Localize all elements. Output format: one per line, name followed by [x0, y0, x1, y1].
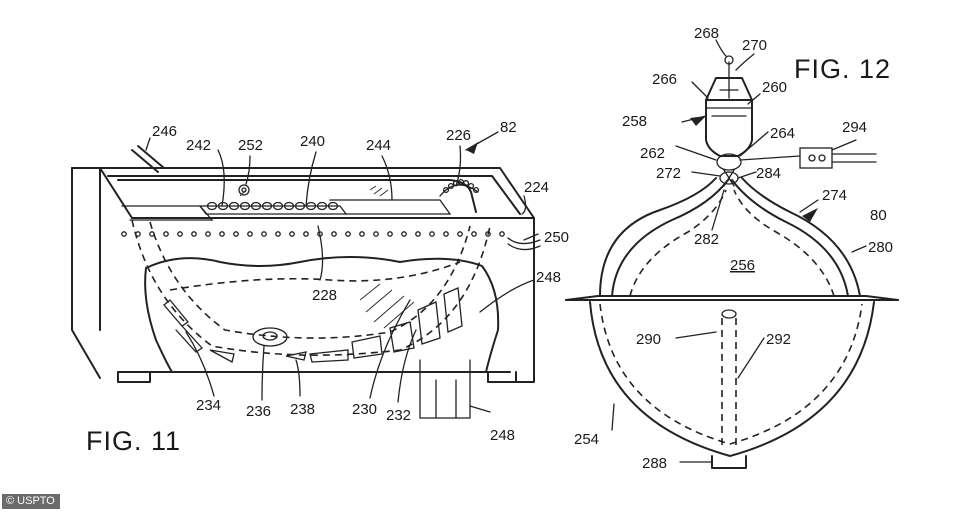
jet-hole — [415, 231, 421, 237]
label-248-a: 248 — [536, 269, 561, 286]
label-260: 260 — [762, 79, 787, 96]
label-82: 82 — [500, 119, 517, 136]
label-244: 244 — [366, 137, 391, 154]
label-288: 288 — [642, 455, 667, 472]
label-240: 240 — [300, 133, 325, 150]
label-268: 268 — [694, 25, 719, 42]
jet-hole — [387, 231, 393, 237]
grating-bump — [261, 201, 273, 211]
arrows — [466, 116, 818, 222]
jet-hole — [289, 231, 295, 237]
label-80: 80 — [870, 207, 887, 224]
grating-bump — [272, 201, 284, 211]
label-256: 256 — [730, 257, 755, 274]
label-248-b: 248 — [490, 427, 515, 444]
label-252: 252 — [238, 137, 263, 154]
label-234: 234 — [196, 397, 221, 414]
grating-bump — [294, 201, 306, 211]
label-292: 292 — [766, 331, 791, 348]
jet-hole — [331, 231, 337, 237]
label-230: 230 — [352, 401, 377, 418]
grating-bump — [206, 201, 218, 211]
label-290: 290 — [636, 331, 661, 348]
fig12-title: FIG. 12 — [794, 54, 891, 84]
fig12-drawing — [565, 55, 899, 469]
label-262: 262 — [640, 145, 665, 162]
grating-bumps — [206, 201, 339, 211]
label-280: 280 — [868, 239, 893, 256]
label-282: 282 — [694, 231, 719, 248]
leader-lines — [145, 39, 867, 463]
label-274: 274 — [822, 187, 847, 204]
label-246: 246 — [152, 123, 177, 140]
grating-bump — [250, 201, 262, 211]
label-232: 232 — [386, 407, 411, 424]
jet-hole — [191, 231, 197, 237]
coil-mark — [462, 180, 470, 187]
grating-bump — [228, 201, 240, 211]
coil-mark — [472, 186, 480, 194]
label-258: 258 — [622, 113, 647, 130]
fig11-title: FIG. 11 — [86, 426, 181, 456]
label-242: 242 — [186, 137, 211, 154]
coil-mark — [447, 182, 455, 190]
jet-hole — [247, 231, 253, 237]
label-228: 228 — [312, 287, 337, 304]
jet-hole — [471, 231, 477, 237]
jet-hole — [443, 231, 449, 237]
credit-badge: © USPTO — [2, 494, 60, 509]
grating-bump — [239, 201, 251, 211]
label-270: 270 — [742, 37, 767, 54]
jet-hole — [121, 231, 127, 237]
jet-holes — [121, 231, 505, 237]
jet-hole — [219, 231, 225, 237]
fig12-labels: 268 270 266 260 258 264 294 262 272 284 … — [574, 25, 893, 472]
jet-hole — [401, 231, 407, 237]
label-254: 254 — [574, 431, 599, 448]
coil-mark — [442, 186, 450, 194]
grating-bump — [327, 201, 339, 211]
fig11-drawing — [71, 145, 541, 419]
label-224: 224 — [524, 179, 549, 196]
jet-hole — [205, 231, 211, 237]
fig11-labels: 246 242 252 240 244 226 82 224 250 248 2… — [86, 119, 569, 456]
jet-hole — [499, 231, 505, 237]
jet-hole — [429, 231, 435, 237]
label-266: 266 — [652, 71, 677, 88]
label-236: 236 — [246, 403, 271, 420]
jet-hole — [261, 231, 267, 237]
label-250: 250 — [544, 229, 569, 246]
label-238: 238 — [290, 401, 315, 418]
label-226: 226 — [446, 127, 471, 144]
jet-hole — [345, 231, 351, 237]
grating-bump — [283, 201, 295, 211]
label-272: 272 — [656, 165, 681, 182]
jet-hole — [163, 231, 169, 237]
jet-hole — [233, 231, 239, 237]
label-294: 294 — [842, 119, 867, 136]
jet-hole — [373, 231, 379, 237]
jet-hole — [457, 231, 463, 237]
jet-hole — [303, 231, 309, 237]
jet-hole — [359, 231, 365, 237]
label-264: 264 — [770, 125, 795, 142]
grating-bump — [316, 201, 328, 211]
coil-mark — [467, 182, 475, 190]
label-284: 284 — [756, 165, 781, 182]
jet-hole — [275, 231, 281, 237]
jet-hole — [177, 231, 183, 237]
